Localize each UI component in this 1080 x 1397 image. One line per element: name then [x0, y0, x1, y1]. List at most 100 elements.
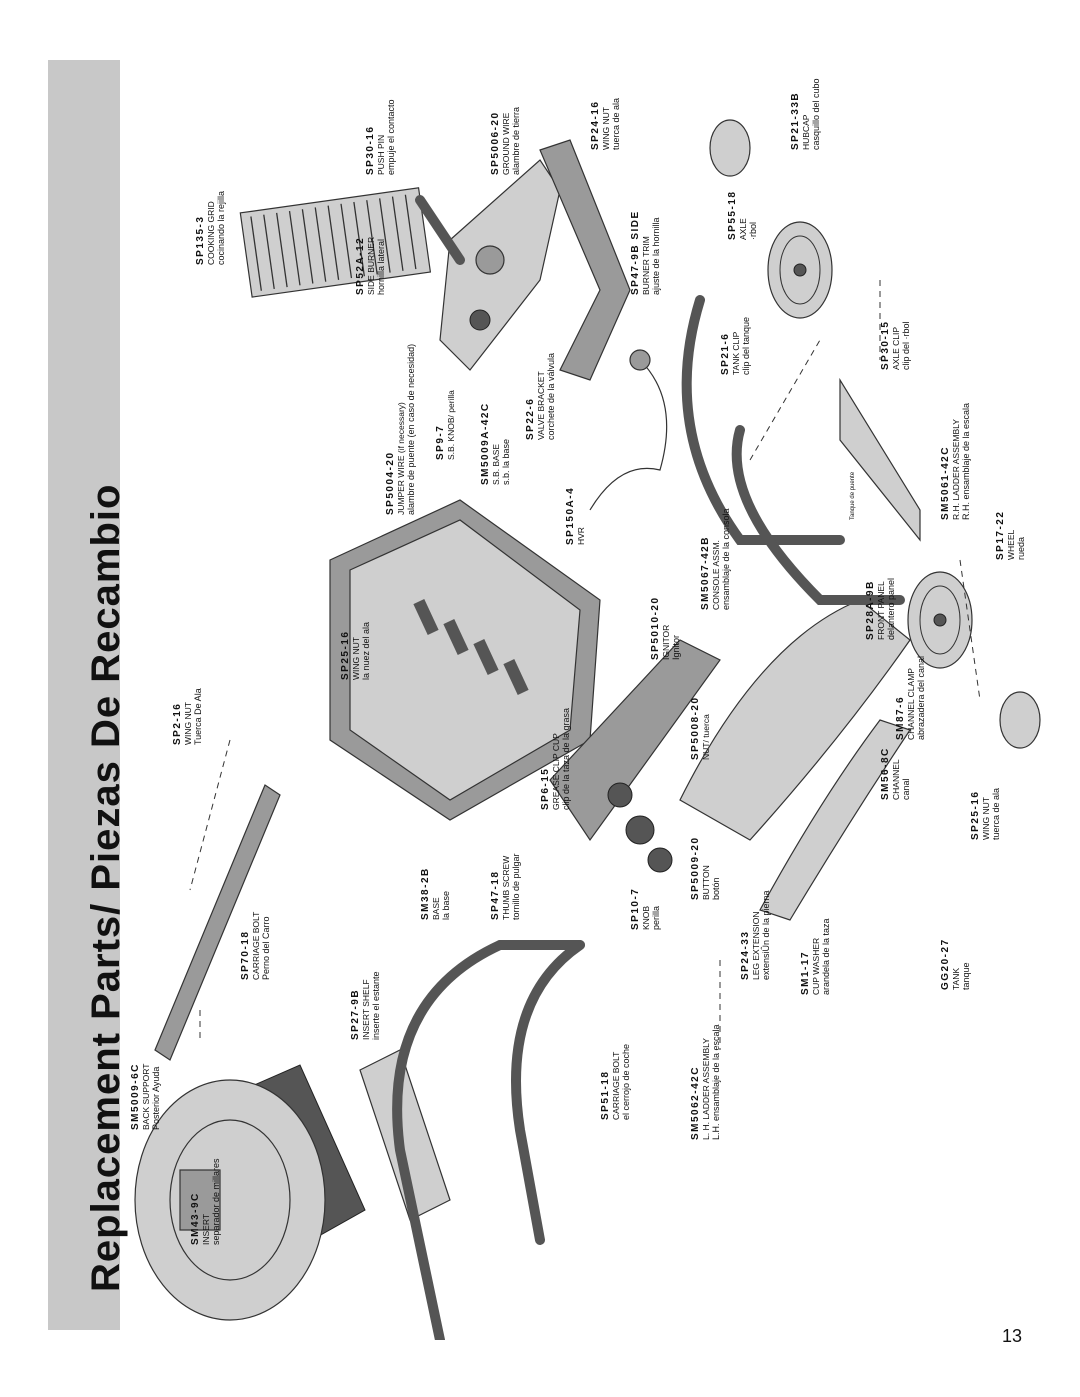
part-name-en: IGNITOR [660, 624, 671, 660]
part-name-en: WING NUT [980, 797, 991, 840]
wheel-lower-illustration [907, 571, 973, 669]
part-name-en: TANK CLIP [730, 331, 741, 375]
part-name-es: el cerrojo de coche [621, 1043, 632, 1120]
part-name-es: tornillo de pulgar [511, 853, 522, 920]
console-illustration [549, 639, 721, 873]
part-name-en: KNOB [640, 905, 651, 930]
part-name-es: extensiÛn de la pierna [761, 890, 772, 980]
part-code: SP25-16 [340, 630, 351, 680]
part-code: SP21-6 [720, 332, 731, 375]
part-name-es: alambre de puente (en caso de necesidad) [406, 343, 417, 515]
part-name-en: R.H. LADDER ASSEMBLY [950, 419, 961, 520]
part-name-es: Tuerca De Ala [193, 688, 204, 745]
part-code: SP21-33B [790, 91, 801, 150]
part-code: SM1-17 [800, 950, 811, 995]
part-name-en: S.B. KNOB/ perilla [445, 390, 456, 460]
part-name-en: THUMB SCREW [500, 855, 511, 920]
part-name-es: ensamblaje de la consola [721, 508, 732, 610]
part-name-es: casquillo del cubo [811, 78, 822, 150]
part-code: SP55-18 [727, 190, 738, 240]
part-code: SM5009A-42C [480, 402, 491, 485]
part-name-es: corchete de la válvula [546, 352, 557, 440]
part-name-es: ajuste de la hornilla [651, 217, 662, 295]
part-code: SP150A-4 [565, 486, 576, 545]
part-code: SP9-7 [435, 424, 446, 460]
part-name-en: VALVE BRACKET [535, 371, 546, 440]
cooking-grid-illustration [239, 187, 432, 298]
part-name-en: BURNER TRIM [640, 236, 651, 295]
part-code: SM38-2B [420, 867, 431, 920]
part-name-es: cocinando la rejilla [216, 190, 227, 265]
part-name-es: empuje el contacto [386, 99, 397, 175]
part-code: SM5062-42C [690, 1066, 701, 1140]
part-name-es: clip de la taza de la grasa [561, 707, 572, 810]
part-name-es: clip del tanque [741, 316, 752, 375]
part-code: SP70-18 [240, 930, 251, 980]
part-name-en: FRONT PANEL [875, 581, 886, 640]
part-name-en: S.B. BASE [490, 443, 501, 485]
part-code: SP47-9B SIDE [630, 210, 641, 295]
part-name-en: WHEEL [1005, 529, 1016, 560]
part-name-en: JUMPER WIRE (if necessary) [395, 402, 406, 515]
part-name-es: botón [711, 877, 722, 900]
part-name-es: la nuez del ala [361, 621, 372, 680]
rh-ladder-illustration [681, 295, 921, 605]
channel-illustration [759, 719, 911, 921]
exploded-parts-diagram [134, 119, 1041, 1340]
part-name-es: Perno del Carro [261, 916, 272, 980]
side-burner-trim-illustration [539, 139, 631, 381]
part-code: SP27-9B [350, 988, 361, 1040]
part-name-en: CARRIAGE BOLT [250, 911, 261, 980]
part-code: SP30-15 [880, 320, 891, 370]
part-code: SP5008-20 [690, 696, 701, 760]
insert-shelf-illustration [359, 1049, 451, 1221]
part-name-en: CARRIAGE BOLT [610, 1051, 621, 1120]
front-panel-illustration [679, 599, 911, 841]
part-code: SP51-18 [600, 1070, 611, 1120]
part-name-es: tuerca de ala [611, 97, 622, 150]
part-name-en: TANK [950, 967, 961, 990]
part-name-en: PUSH PIN [375, 134, 386, 175]
side-burner-base-illustration [415, 159, 561, 371]
part-code: SP25-16 [970, 790, 981, 840]
part-code: SP5009-20 [690, 836, 701, 900]
part-code: SP22-6 [525, 397, 536, 440]
part-name-es: arandela de la taza [821, 918, 832, 995]
tank-bridge-note: Tanque de puente [850, 471, 856, 520]
part-name-en: NUT/ tuerca [700, 714, 711, 760]
part-name-en: CHANNEL CLAMP [905, 668, 916, 740]
part-name-en: CONSOLE ASSM. [710, 540, 721, 610]
part-name-en: CHANNEL [890, 759, 901, 800]
part-name-es: hornilla lateral [376, 238, 387, 295]
part-name-es: abrazadera del canal [916, 655, 927, 740]
part-code: SM43-9C [190, 1192, 201, 1245]
part-name-es: L.H. ensamblaje de la escala [711, 1024, 722, 1140]
part-code: SP30-16 [365, 125, 376, 175]
part-code: SP2-16 [172, 702, 183, 745]
part-code: SP52A-12 [355, 236, 366, 295]
back-support-illustration [154, 784, 281, 1061]
part-name-en: INSERT SHELF [360, 979, 371, 1040]
part-name-es: Posterior Ayuda [151, 1066, 162, 1130]
firebox-base-illustration [329, 499, 601, 821]
part-name-es: la base [441, 890, 452, 920]
part-name-es: tuerca de ala [991, 787, 1002, 840]
